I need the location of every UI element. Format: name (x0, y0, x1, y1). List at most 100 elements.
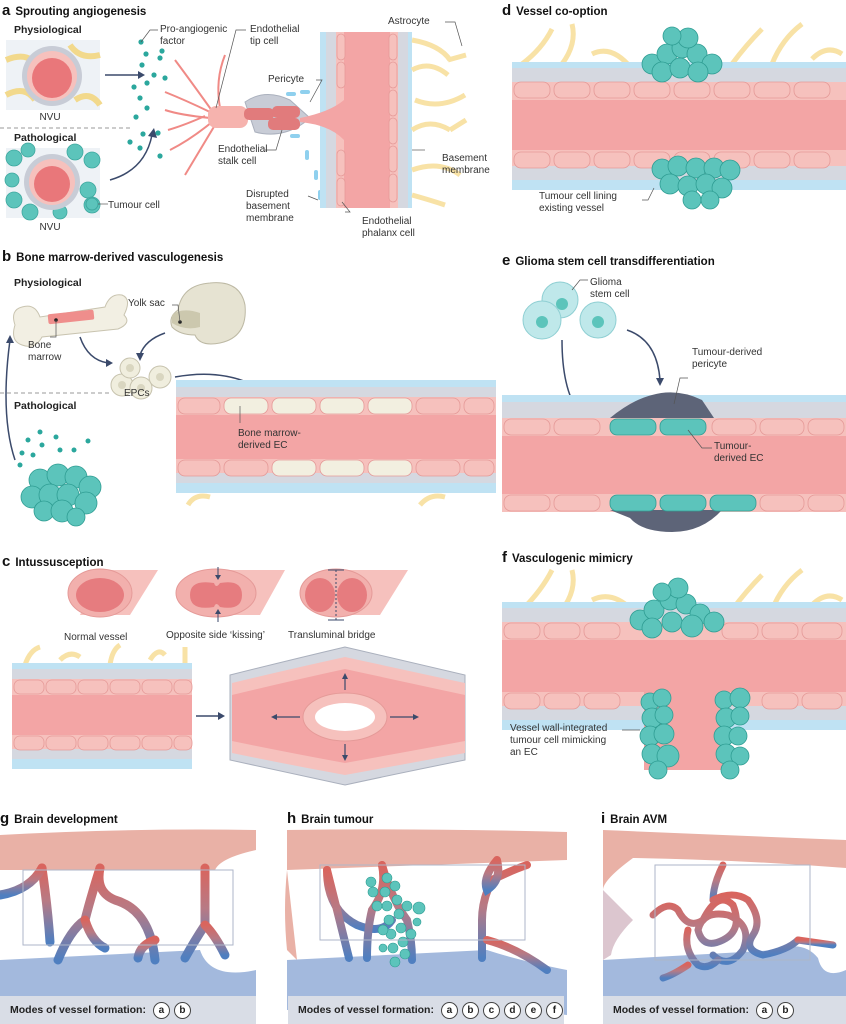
panel-title-text: Vessel co-option (516, 6, 608, 18)
mode-badge-a: a (755, 1001, 773, 1019)
tumour-cluster-top-f (629, 577, 725, 639)
bridge-vessel-3d (299, 568, 408, 621)
normal-vessel-3d (67, 568, 158, 618)
panel-title-text: Sprouting angiogenesis (15, 6, 147, 18)
tumour-cell-mass-h (365, 872, 426, 968)
endothelial-cells-e (503, 418, 845, 512)
panel-letter: f (502, 549, 507, 566)
endothelial-cells-b (177, 397, 495, 477)
label-tumour-derived-ec: Tumour- derived EC (714, 441, 764, 464)
modes-label: Modes of vessel formation: (10, 1004, 146, 1016)
label-tumour-cell-lining: Tumour cell lining existing vessel (539, 191, 617, 214)
panel-f-title: f Vasculogenic mimicry (502, 549, 633, 566)
endothelial-cells-row (513, 81, 831, 169)
tumour-derived-pericyte-top (610, 392, 714, 418)
modes-label: Modes of vessel formation: (613, 1004, 749, 1016)
nvu-label-top: NVU (39, 112, 60, 123)
modes-bar-i: Modes of vessel formation: a b (603, 996, 846, 1024)
panel-title-text: Brain tumour (301, 814, 374, 826)
label-glioma-stem-cell: Glioma stem cell (590, 277, 630, 300)
tumour-wall-left-f (639, 688, 680, 780)
tumour-capillary-network (323, 856, 551, 974)
tumour-mass-b (20, 463, 102, 527)
panel-title-text: Bone marrow-derived vasculogenesis (16, 252, 224, 264)
yolk-sac-embryo (170, 282, 246, 345)
bone (13, 294, 128, 347)
panel-c-title: c Intussusception (2, 553, 104, 570)
label-opposite-side-kissing: Opposite side ‘kissing’ (166, 630, 265, 641)
panel-title-text: Glioma stem cell transdifferentiation (515, 256, 715, 268)
nvu-physiological (4, 40, 103, 110)
panel-title-text: Vasculogenic mimicry (512, 553, 633, 565)
capillary-network (0, 863, 230, 965)
label-pericyte: Pericyte (268, 74, 305, 85)
tumour-cell-cluster-bottom (651, 155, 741, 210)
glioma-stem-cells (522, 281, 617, 340)
label-tumour-derived-pericyte: Tumour-derived pericyte (692, 347, 763, 370)
nvu-label-bottom: NVU (39, 222, 60, 233)
physiological-heading: Physiological (14, 24, 82, 36)
label-bone-marrow-derived-ec: Bone marrow- derived EC (238, 428, 301, 451)
avm-nidus (649, 861, 837, 982)
mode-badge-b: b (173, 1001, 191, 1019)
vasculogenic-mimicry-illustration (502, 568, 846, 780)
mode-badge-f: f (545, 1001, 563, 1019)
panel-title-text: Brain development (14, 814, 118, 826)
label-normal-vessel: Normal vessel (64, 632, 128, 643)
panel-title-text: Brain AVM (610, 814, 668, 826)
panel-letter: h (287, 810, 297, 827)
arrow-curved (109, 134, 153, 181)
tumour-cell-cluster-top (641, 26, 723, 83)
bone-marrow-vasculogenesis-illustration (0, 282, 496, 527)
factor-dots-b (17, 429, 91, 468)
mode-badge-b: b (776, 1001, 794, 1019)
mode-badge-a: a (152, 1001, 170, 1019)
panel-d-title: d Vessel co-option (502, 2, 608, 19)
nvu-pathological (4, 142, 101, 221)
panel-a-title: a Sprouting angiogenesis (2, 2, 146, 19)
glioma-transdifferentiation-illustration (502, 279, 846, 532)
label-tumour-cell: Tumour cell (108, 200, 160, 211)
brain-avm-vasculature (603, 830, 846, 1017)
mode-badge-e: e (524, 1001, 542, 1019)
endothelial-tip-cell (208, 106, 248, 128)
label-bone-marrow: Bone marrow (28, 340, 62, 363)
label-endothelial-tip-cell: Endothelial tip cell (250, 24, 300, 47)
tumour-wall-right-f (713, 687, 751, 780)
panel-h-title: h Brain tumour (287, 810, 373, 827)
astrocyte (410, 37, 468, 208)
label-endothelial-phalanx-cell: Endothelial phalanx cell (362, 216, 415, 239)
label-pro-angiogenic-factor: Pro-angiogenic factor (160, 24, 228, 47)
vessel-co-option-illustration (512, 22, 846, 210)
panel-letter: e (502, 252, 511, 269)
modes-label: Modes of vessel formation: (298, 1004, 434, 1016)
panel-letter: i (601, 810, 606, 827)
label-yolk-sac: Yolk sac (128, 298, 165, 309)
sprouting-angiogenesis-illustration: NVU NVU (0, 21, 468, 233)
panel-letter: b (2, 248, 12, 265)
pathological-heading-b: Pathological (14, 400, 77, 412)
endothelial-phalanx-cells (336, 33, 398, 207)
physiological-heading-b: Physiological (14, 277, 82, 289)
pro-angiogenic-factor-dots (127, 39, 168, 159)
tip-cell-filopodia (164, 54, 226, 176)
intussusception-illustration (12, 567, 466, 786)
label-astrocyte: Astrocyte (388, 16, 430, 27)
panel-e-title: e Glioma stem cell transdifferentiation (502, 252, 715, 269)
label-endothelial-stalk-cell: Endothelial stalk cell (218, 144, 268, 167)
label-epcs: EPCs (124, 388, 150, 399)
label-vessel-wall-integrated-tumour-cell: Vessel wall-integrated tumour cell mimic… (510, 723, 608, 758)
panel-title-text: Intussusception (15, 557, 104, 569)
mode-badge-d: d (503, 1001, 521, 1019)
label-disrupted-basement-membrane: Disrupted basement membrane (246, 189, 294, 224)
modes-bar-g: Modes of vessel formation: a b (0, 996, 256, 1024)
label-transluminal-bridge: Transluminal bridge (288, 630, 376, 641)
panel-letter: d (502, 2, 512, 19)
panel-i-title: i Brain AVM (601, 810, 667, 827)
brain-development-vasculature (0, 829, 256, 1020)
mode-badge-b: b (461, 1001, 479, 1019)
brain-tumour-vasculature (285, 829, 567, 1015)
panel-letter: a (2, 2, 11, 19)
panel-letter: c (2, 553, 11, 570)
